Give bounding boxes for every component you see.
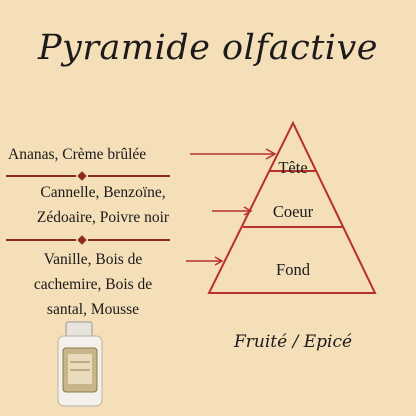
heart-notes-line-2: Zédoaire, Poivre noir <box>36 209 170 226</box>
base-notes-line-3: santal, Mousse <box>46 301 140 318</box>
top-notes-list: Ananas, Crème brûlée <box>8 142 178 167</box>
separator-upper <box>6 171 170 181</box>
arrow-top <box>190 148 277 160</box>
arrow-heart <box>212 206 253 216</box>
top-notes-text: Ananas, Crème brûlée <box>8 146 147 163</box>
arrow-base <box>186 256 224 266</box>
base-notes-line-1: Vanille, Bois de <box>43 251 143 268</box>
fragrance-family-label: Fruité / Epicé <box>234 332 353 352</box>
separator-lower <box>6 235 170 245</box>
base-notes-line-2: cachemire, Bois de <box>33 276 153 293</box>
heart-notes-list: Cannelle, Benzoïne, Zédoaire, Poivre noi… <box>8 180 198 230</box>
tier-base-label: Fond <box>276 260 310 279</box>
pyramid-outline <box>207 120 377 294</box>
base-notes-list: Vanille, Bois de cachemire, Bois de sant… <box>8 247 178 322</box>
tier-top-label: Tête <box>278 158 308 177</box>
heart-notes-line-1: Cannelle, Benzoïne, <box>40 184 166 201</box>
perfume-bottle-image <box>57 321 103 407</box>
page-title: Pyramide olfactive <box>38 28 378 68</box>
tier-heart-label: Coeur <box>272 202 314 221</box>
